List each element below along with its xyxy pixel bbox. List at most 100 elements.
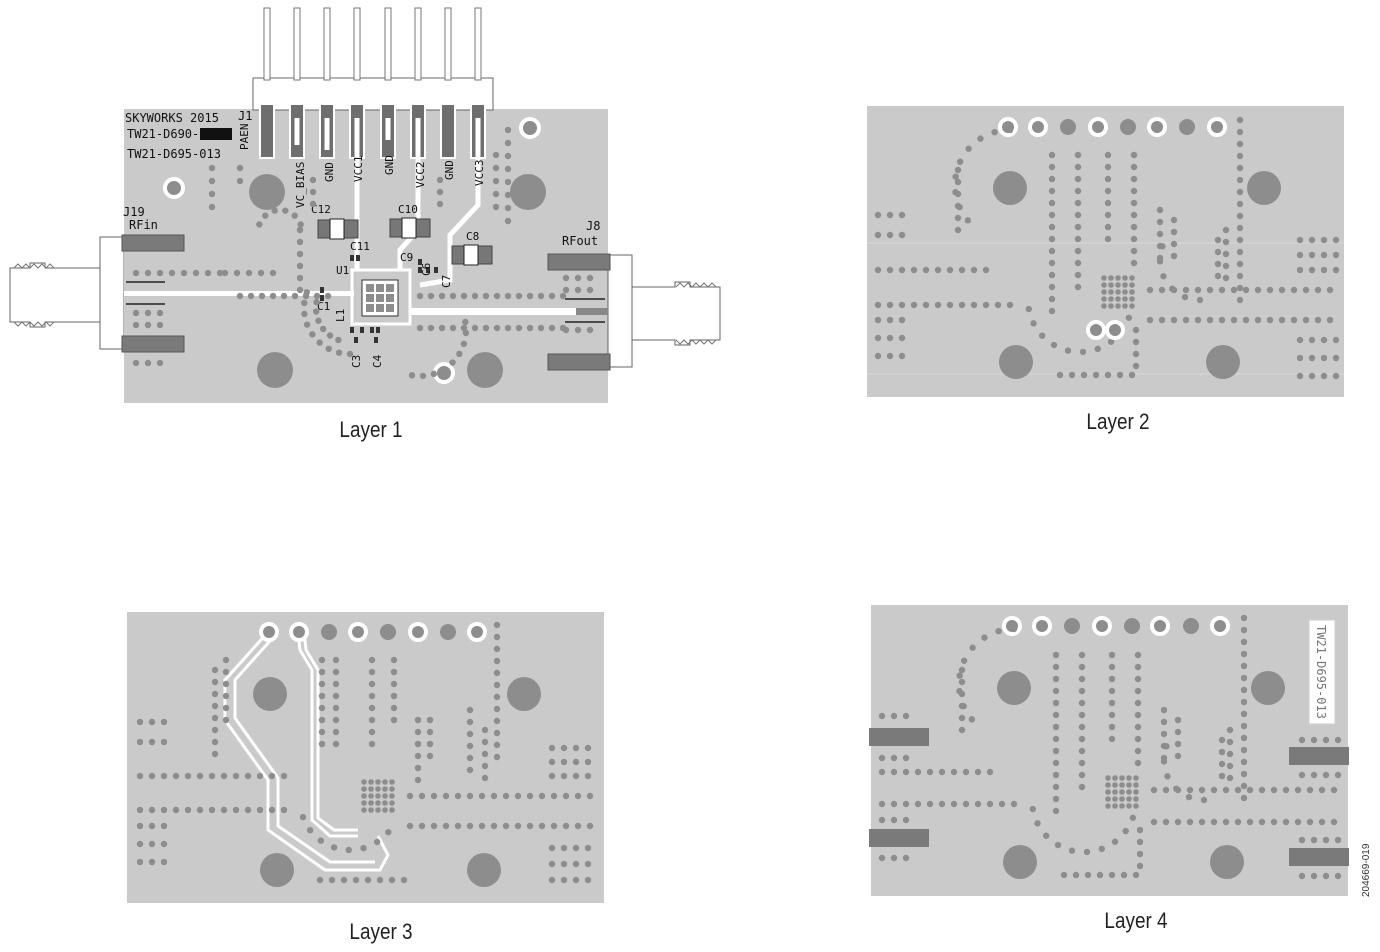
via — [318, 680, 326, 688]
via — [208, 203, 216, 211]
header-pin — [414, 7, 422, 81]
via — [950, 800, 958, 808]
via — [910, 301, 918, 309]
ring-via — [1032, 616, 1052, 636]
via — [1236, 176, 1244, 184]
ring-via — [1210, 616, 1230, 636]
smd-pad — [426, 267, 430, 273]
via — [952, 173, 959, 180]
via — [1122, 296, 1128, 302]
mounting-hole — [997, 671, 1031, 705]
via — [493, 645, 501, 653]
via — [1068, 371, 1076, 379]
via — [538, 822, 546, 830]
via — [1240, 638, 1248, 646]
via — [368, 807, 374, 813]
header-pad — [440, 103, 456, 159]
via — [345, 846, 352, 854]
via — [1170, 252, 1178, 260]
via — [321, 624, 337, 640]
via — [1320, 372, 1328, 380]
via — [296, 250, 304, 258]
via — [1194, 286, 1202, 294]
via — [548, 324, 556, 332]
via — [1240, 758, 1248, 766]
via — [492, 177, 500, 185]
via — [946, 301, 954, 309]
via — [148, 858, 156, 866]
via — [548, 744, 556, 752]
via — [986, 800, 994, 808]
via — [934, 266, 942, 274]
via — [406, 792, 414, 800]
via — [1029, 805, 1036, 813]
via — [1240, 686, 1248, 694]
via — [954, 226, 962, 234]
layer-2-caption: Layer 2 — [1086, 409, 1150, 434]
via — [1133, 796, 1139, 802]
via — [1129, 275, 1135, 281]
via — [368, 704, 376, 712]
via — [1334, 771, 1342, 779]
via — [1094, 345, 1101, 353]
via — [493, 657, 501, 665]
via — [1125, 314, 1133, 321]
via — [460, 324, 468, 332]
via — [148, 772, 156, 780]
via — [335, 336, 342, 344]
via — [1134, 687, 1142, 695]
via — [1236, 284, 1244, 292]
via — [220, 806, 228, 814]
via — [1298, 771, 1306, 779]
via — [1218, 772, 1226, 780]
via — [1130, 199, 1138, 207]
via — [148, 840, 156, 848]
via — [481, 750, 489, 758]
via — [390, 704, 398, 712]
via — [390, 656, 398, 664]
via — [1119, 803, 1125, 809]
via — [1222, 226, 1230, 234]
via — [361, 807, 367, 813]
via — [958, 678, 966, 686]
ring-via — [289, 622, 309, 642]
via — [1236, 164, 1244, 172]
via — [938, 768, 946, 776]
via — [1240, 662, 1248, 670]
via — [442, 822, 450, 830]
header-pin — [323, 7, 331, 81]
via — [493, 324, 501, 332]
via — [1130, 235, 1138, 243]
via — [890, 712, 898, 720]
layer-2-board — [867, 106, 1344, 397]
via — [965, 145, 972, 152]
via — [584, 758, 592, 766]
via — [874, 352, 882, 360]
via — [1198, 786, 1206, 794]
via — [376, 876, 384, 884]
via — [1134, 723, 1142, 731]
via — [586, 286, 594, 294]
via — [1320, 266, 1328, 274]
via — [1222, 238, 1230, 246]
via — [216, 269, 224, 277]
via — [296, 286, 304, 294]
via — [1218, 316, 1226, 324]
via — [1308, 236, 1316, 244]
via — [1104, 223, 1112, 231]
via — [1134, 663, 1142, 671]
via — [562, 792, 570, 800]
via — [1108, 282, 1114, 288]
via — [466, 706, 474, 714]
c6-label: C6 — [420, 263, 433, 276]
via — [574, 326, 582, 334]
via — [902, 754, 910, 762]
via — [466, 730, 474, 738]
via — [1120, 119, 1136, 135]
via — [1182, 286, 1190, 294]
via — [1306, 818, 1314, 826]
via — [504, 139, 512, 147]
via — [332, 668, 340, 676]
via — [1132, 350, 1140, 358]
